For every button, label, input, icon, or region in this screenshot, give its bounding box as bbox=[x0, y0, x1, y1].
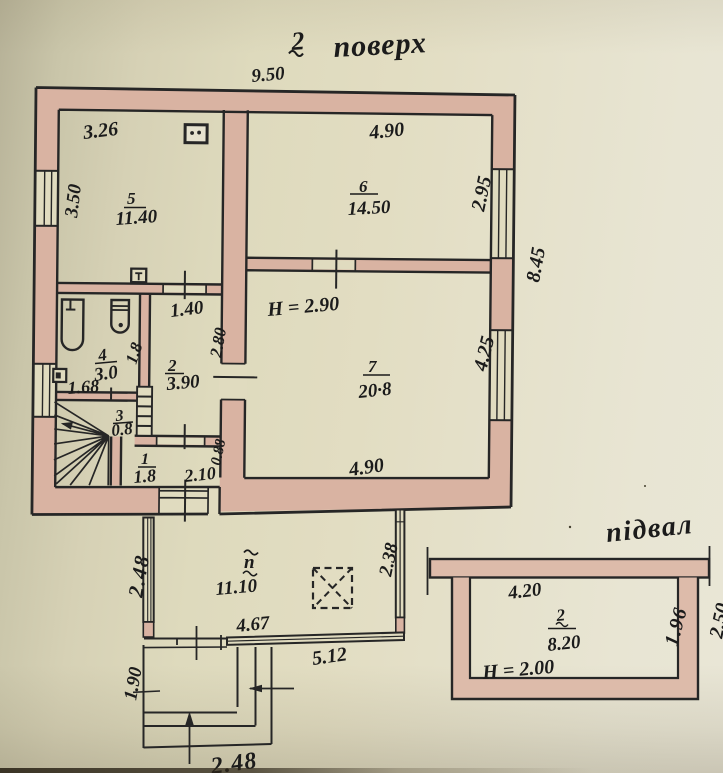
svg-text:11.10: 11.10 bbox=[215, 575, 259, 600]
svg-text:6: 6 bbox=[359, 177, 368, 196]
svg-text:3: 3 bbox=[114, 407, 125, 425]
svg-text:3.90: 3.90 bbox=[165, 371, 201, 395]
svg-text:2.10: 2.10 bbox=[182, 463, 216, 486]
svg-text:11.40: 11.40 bbox=[115, 206, 159, 230]
svg-text:20·8: 20·8 bbox=[356, 379, 393, 404]
svg-text:1.68: 1.68 bbox=[67, 376, 100, 398]
svg-text:0.8: 0.8 bbox=[110, 419, 134, 440]
svg-text:3.50: 3.50 bbox=[61, 183, 86, 220]
svg-text:4.90: 4.90 bbox=[367, 118, 405, 144]
svg-text:1.8: 1.8 bbox=[133, 465, 157, 487]
svg-text:3.26: 3.26 bbox=[81, 118, 119, 144]
svg-text:H = 2.90: H = 2.90 bbox=[266, 293, 341, 321]
svg-text:1.40: 1.40 bbox=[169, 297, 205, 322]
svg-text:4.20: 4.20 bbox=[506, 579, 543, 604]
svg-text:поверх: поверх bbox=[333, 26, 428, 64]
svg-text:2: 2 bbox=[289, 26, 305, 56]
svg-text:8.45: 8.45 bbox=[522, 246, 550, 284]
svg-text:4.90: 4.90 bbox=[347, 454, 386, 481]
svg-text:підвал: підвал bbox=[604, 509, 694, 549]
svg-text:9.50: 9.50 bbox=[251, 63, 286, 87]
svg-text:2: 2 bbox=[167, 356, 177, 375]
svg-text:7: 7 bbox=[368, 357, 378, 376]
svg-text:4: 4 bbox=[96, 345, 108, 365]
svg-text:п: п bbox=[244, 552, 255, 573]
svg-text:3.0: 3.0 bbox=[92, 362, 120, 386]
svg-text:5: 5 bbox=[127, 189, 136, 208]
svg-text:14.50: 14.50 bbox=[347, 197, 391, 220]
svg-text:0.88: 0.88 bbox=[208, 437, 229, 466]
svg-text:5.12: 5.12 bbox=[311, 643, 349, 670]
svg-text:2.50: 2.50 bbox=[705, 601, 723, 641]
svg-text:4.67: 4.67 bbox=[234, 612, 272, 637]
svg-text:8.20: 8.20 bbox=[546, 632, 582, 656]
svg-text:2: 2 bbox=[555, 605, 567, 625]
svg-text:1: 1 bbox=[141, 451, 149, 468]
